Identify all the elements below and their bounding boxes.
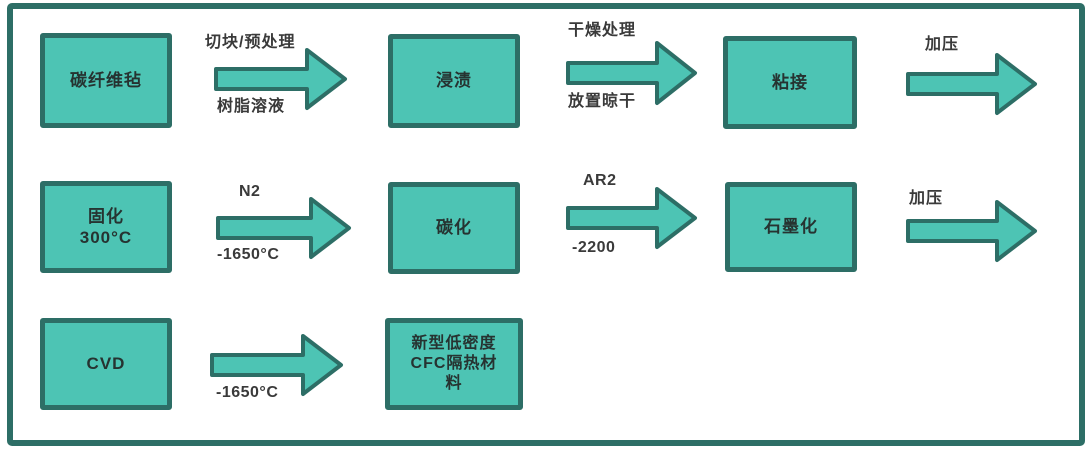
right-arrow-icon <box>216 197 351 259</box>
carbonization-box: 碳化 <box>388 182 520 274</box>
arrow-n2-1650: N2 -1650°C <box>216 183 352 263</box>
right-arrow-icon <box>210 334 343 396</box>
arrow-label-top: 加压 <box>925 36 960 53</box>
bonding-box: 粘接 <box>723 36 857 129</box>
arrow-label-top: 加压 <box>909 190 944 207</box>
right-arrow-icon <box>566 41 697 105</box>
arrow-ar2-2200: AR2 -2200 <box>566 172 698 256</box>
right-arrow-icon <box>906 53 1037 115</box>
arrow-label-bottom: 放置晾干 <box>568 93 637 110</box>
arrow-drying: 干燥处理 放置晾干 <box>566 22 698 110</box>
arrow-pressurize-2: 加压 <box>906 190 1038 263</box>
arrow-label-bottom: 树脂溶液 <box>217 98 286 115</box>
arrow-pressurize-1: 加压 <box>906 36 1038 116</box>
right-arrow-icon <box>906 200 1037 262</box>
arrow-label-top: N2 <box>239 183 261 200</box>
arrow-label-bottom: -2200 <box>572 239 616 256</box>
arrow-label-top: 切块/预处理 <box>205 34 296 51</box>
graphitization-box: 石墨化 <box>725 182 857 272</box>
right-arrow-icon <box>566 187 697 249</box>
flowchart-border-frame <box>7 3 1085 446</box>
arrow-label-top: 干燥处理 <box>568 22 637 39</box>
impregnation-box: 浸渍 <box>388 34 520 128</box>
carbon-fiber-felt-box: 碳纤维毡 <box>40 33 172 128</box>
arrow-label-bottom: -1650°C <box>217 246 280 263</box>
arrow-label-top: AR2 <box>583 172 617 189</box>
cvd-box: CVD <box>40 318 172 410</box>
right-arrow-icon <box>214 48 347 110</box>
arrow-pretreat: 切块/预处理 树脂溶液 <box>205 34 348 115</box>
curing-box: 固化 300°C <box>40 181 172 273</box>
arrow-label-bottom: -1650°C <box>216 384 279 401</box>
arrow-cvd-1650: -1650°C <box>210 333 344 401</box>
product-box: 新型低密度 CFC隔热材 料 <box>385 318 523 410</box>
